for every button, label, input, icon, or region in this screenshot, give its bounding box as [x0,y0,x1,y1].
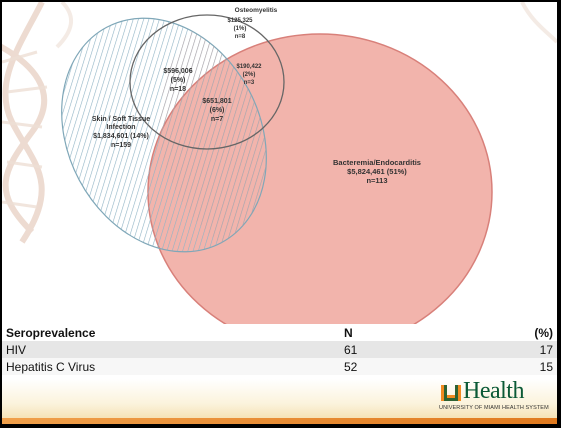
table-row: Hepatitis C Virus 52 15 [2,358,557,375]
bacteremia-label: Bacteremia/Endocarditis [333,158,421,167]
row-n: 61 [340,341,468,358]
row-pct: 17 [468,341,557,358]
osteo-bact-amount: $190,422 [236,64,262,70]
slide-footer: Health UNIVERSITY OF MIAMI HEALTH SYSTEM [2,378,557,424]
row-label: Hepatitis C Virus [2,358,340,375]
row-label: HIV [2,341,340,358]
skin-label-line1: Skin / Soft Tissue [92,116,150,123]
osteo-only-n: n=8 [235,34,246,40]
skin-amount: $1,834,601 (14%) [93,133,149,140]
skin-n: n=159 [111,142,131,149]
osteo-bact-pct: (2%) [243,72,256,78]
header-pct: (%) [468,324,557,341]
skin-osteo-amount: $596,006 [163,68,192,75]
logo-wordmark: Health [463,378,524,404]
skin-osteo-n: n=18 [170,86,186,93]
dna-helix-decoration [2,2,557,244]
uhealth-logo: Health UNIVERSITY OF MIAMI HEALTH SYSTEM [439,378,549,415]
header-seroprevalence: Seroprevalence [2,324,340,341]
row-n: 52 [340,358,468,375]
logo-subtitle: UNIVERSITY OF MIAMI HEALTH SYSTEM [439,405,549,411]
row-pct: 15 [468,358,557,375]
triple-pct: (6%) [210,107,225,114]
header-n: N [340,324,468,341]
osteomyelitis-circle [129,14,285,150]
triple-amount: $651,801 [202,98,231,105]
osteomyelitis-label: Osteomyelitis [235,7,278,14]
skin-osteo-pct: (5%) [171,77,186,84]
bacteremia-n: n=113 [366,176,387,185]
seroprevalence-table: Seroprevalence N (%) HIV 61 17 Hepatitis… [2,324,557,375]
u-logo-icon [441,385,461,401]
bacteremia-amount: $5,824,461 (51%) [347,167,407,176]
table-header-row: Seroprevalence N (%) [2,324,557,341]
footer-accent-line [2,418,557,424]
osteo-only-pct: (1%) [234,26,247,32]
osteo-only-amount: $125,325 [227,18,253,24]
slide-content: Osteomyelitis $125,325 (1%) n=8 $596,006… [2,2,557,424]
triple-n: n=7 [211,116,223,123]
skin-label-line2: Infection [106,124,135,131]
osteo-bact-n: n=3 [244,80,255,86]
table-row: HIV 61 17 [2,341,557,358]
venn-diagram: Osteomyelitis $125,325 (1%) n=8 $596,006… [61,7,493,324]
